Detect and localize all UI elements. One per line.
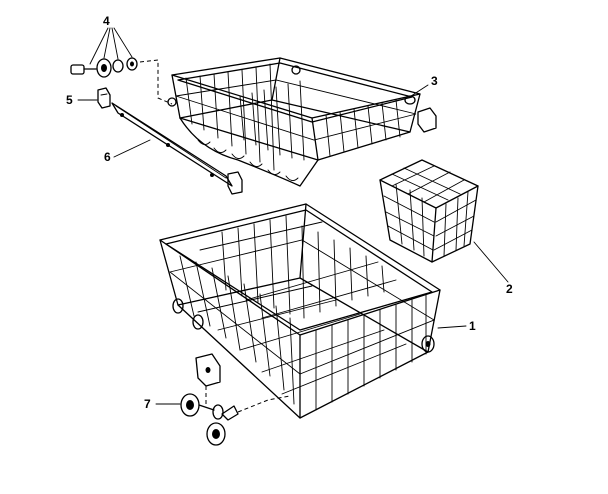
callout-6-label: 6 xyxy=(104,150,111,164)
callout-7-label: 7 xyxy=(144,397,151,411)
callout-5: 5 xyxy=(66,93,98,107)
callout-7: 7 xyxy=(144,397,181,411)
callout-3-label: 3 xyxy=(431,74,438,88)
part-4-roller-hardware xyxy=(70,57,173,105)
callout-1: 1 xyxy=(437,319,476,333)
part-2-silverware-basket xyxy=(379,159,479,263)
callout-2-label: 2 xyxy=(506,282,513,296)
part-5-end-cap xyxy=(97,87,111,109)
part-7-wheel-assembly xyxy=(180,353,291,446)
callout-3: 3 xyxy=(407,74,438,99)
part-1-lower-rack xyxy=(159,203,441,419)
part-3-upper-rack xyxy=(167,57,437,187)
callout-1-label: 1 xyxy=(469,319,476,333)
callout-6: 6 xyxy=(104,139,151,164)
callout-5-label: 5 xyxy=(66,93,73,107)
callout-4: 4 xyxy=(89,14,133,65)
callout-4-label: 4 xyxy=(103,14,110,28)
part-6-rack-rail xyxy=(111,102,243,195)
callout-2: 2 xyxy=(473,241,513,296)
